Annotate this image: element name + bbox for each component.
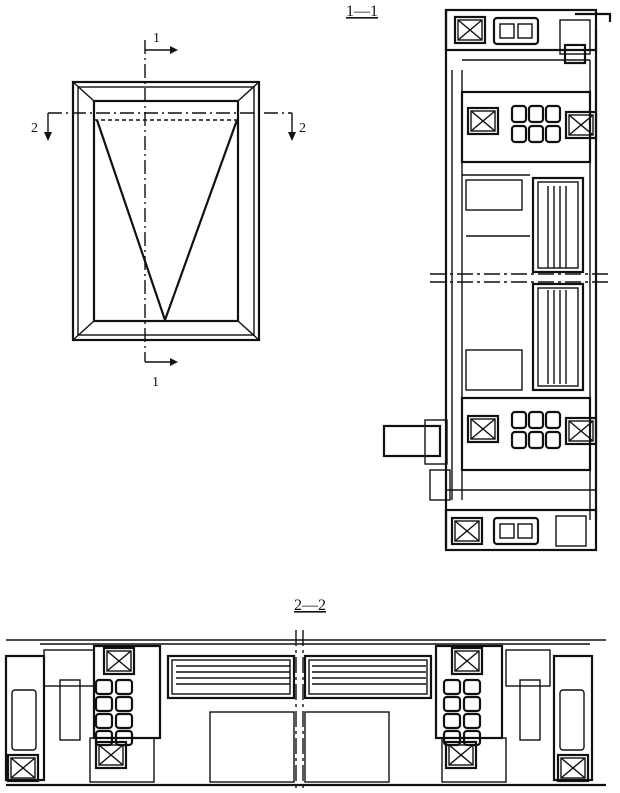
glazing-unit-lower — [531, 282, 585, 392]
head-profile — [444, 8, 598, 52]
opening-direction-line-left — [95, 119, 167, 321]
lower-sash-profile — [460, 396, 592, 472]
opening-direction-line-right — [163, 119, 239, 321]
section-2-2-drawing — [4, 630, 606, 792]
outer-frame — [71, 80, 261, 342]
section-2-right-label: 2 — [299, 121, 306, 136]
section-1-1-title: 1—1 — [346, 3, 378, 20]
upper-sash-profile — [460, 90, 592, 164]
section-line-2-2 — [44, 112, 296, 141]
section-line-1-1 — [144, 40, 178, 366]
glazing-unit-left — [166, 654, 296, 700]
glazing-unit-right — [303, 654, 433, 700]
glazing-unit-upper — [531, 176, 585, 274]
section-1-top-label: 1 — [153, 31, 160, 46]
section-2-left-label: 2 — [31, 121, 38, 136]
sill-profile — [444, 508, 598, 552]
sash-frame — [92, 99, 240, 323]
section-1-1-drawing — [382, 8, 612, 552]
window-elevation: 1 1 2 2 — [31, 31, 306, 390]
sill-attachment — [382, 424, 442, 458]
section-2-2-title: 2—2 — [294, 597, 326, 614]
section-1-bottom-label: 1 — [152, 375, 159, 390]
